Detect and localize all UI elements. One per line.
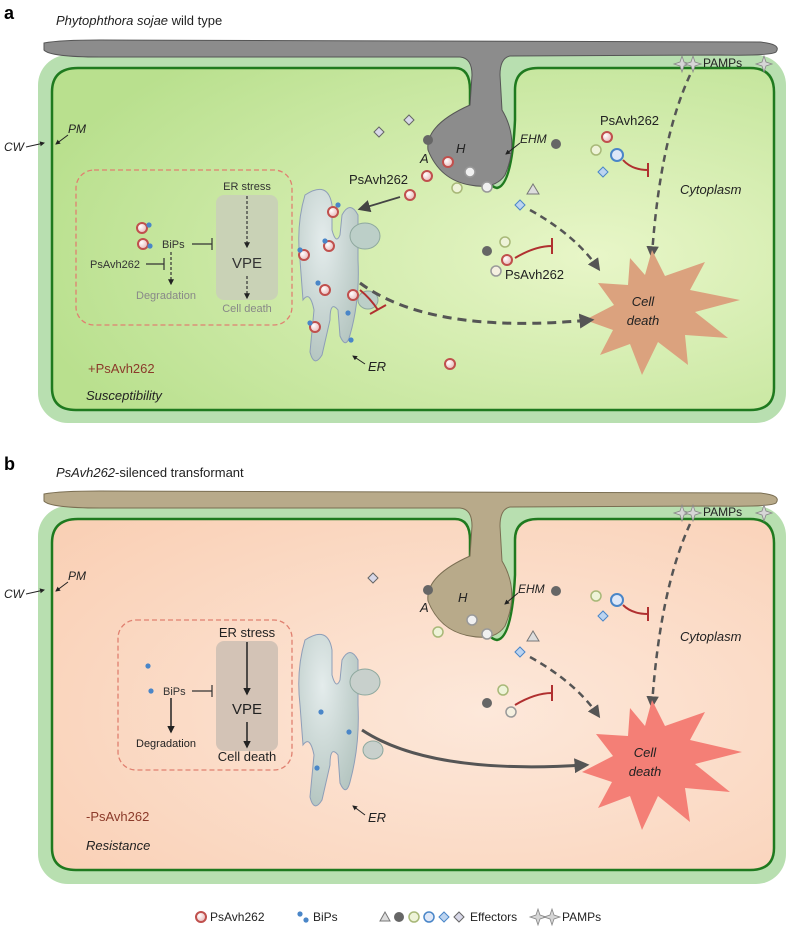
inhibit-mid (514, 245, 553, 259)
blue-effector-right (610, 148, 624, 162)
cell-death-label-b-1: Cell (634, 745, 658, 760)
pamp-arrow-b (646, 523, 692, 709)
legend-pamps-label: PAMPs (562, 910, 601, 924)
inset-box-a (75, 169, 293, 326)
olive-effector-right (590, 144, 602, 156)
er-b (298, 633, 384, 807)
plasma-membrane-b (50, 517, 776, 872)
diamond-effectors-b (367, 572, 609, 658)
legend-psavh-icon (195, 911, 207, 923)
er-to-death-arrow-b (361, 728, 590, 774)
ehm-label: EHM (520, 132, 547, 146)
cell-death-star-a (585, 250, 740, 375)
haustorium-effectors-b (423, 585, 493, 640)
grey-effector (551, 139, 561, 149)
hypha (43, 39, 778, 187)
legend-psavh-label: PsAvh262 (210, 910, 265, 924)
cell-death-label-a-2: death (627, 313, 660, 328)
legend-effectors-label: Effectors (470, 910, 517, 924)
pm-label-b: PM (68, 569, 86, 583)
er-label-a: ER (368, 359, 386, 374)
cytoplasm-label-a: Cytoplasm (680, 182, 742, 197)
legend-bips-label: BiPs (313, 910, 338, 924)
er-to-death-arrow-a (359, 281, 595, 329)
panel-a-title: Phytophthora sojae wild type (56, 13, 222, 28)
pamps-a (672, 54, 774, 74)
cw-pointer (25, 141, 45, 148)
legend-pamps-icons (528, 907, 562, 927)
inset-b-cell-death: Cell death (218, 749, 277, 764)
ehm-label-b: EHM (518, 582, 545, 596)
apoplast-label-b: A (419, 600, 429, 615)
legend-bips-icon (297, 911, 303, 917)
vpe-box-a (216, 195, 278, 300)
pamp-arrow-a (646, 74, 692, 259)
inset-a-degradation: Degradation (136, 290, 196, 302)
er-a (297, 188, 381, 362)
panel-b-letter: b (4, 454, 15, 474)
cw-label: CW (4, 140, 26, 154)
condition-label-a: +PsAvh262 (88, 361, 155, 376)
inset-a-vpe: VPE (232, 255, 262, 272)
panel-a: a Phytophthora sojae wild type CW PM H A… (4, 3, 786, 423)
cytoplasm-label-b: Cytoplasm (680, 629, 742, 644)
vpe-box-b (216, 641, 278, 751)
pamps-label-b: PAMPs (703, 505, 742, 519)
inset-a-bips: BiPs (162, 239, 185, 251)
condition-label-b: -PsAvh262 (86, 809, 149, 824)
inset-b-degradation: Degradation (136, 738, 196, 750)
psavh-right (601, 131, 613, 143)
cell-death-star-b (582, 700, 742, 830)
psavh-to-er-arrow (357, 196, 401, 213)
inset-a-cell-death: Cell death (222, 303, 272, 315)
diamond-effectors (373, 114, 609, 211)
pamps-label-a: PAMPs (703, 56, 742, 70)
cell-death-label-a-1: Cell (632, 294, 656, 309)
panel-a-letter: a (4, 3, 15, 23)
panel-b-title: PsAvh262-silenced transformant (56, 465, 244, 480)
psavh-mid-label: PsAvh262 (505, 267, 564, 282)
pamps-b (672, 503, 774, 523)
inhibit-er-a (359, 289, 379, 311)
psavh-main (404, 189, 416, 201)
legend: PsAvh262 BiPs Effectors PAMPs (195, 907, 601, 927)
apoplast-label: A (419, 151, 429, 166)
hypha-b (43, 490, 778, 638)
inset-b-bips: BiPs (163, 686, 186, 698)
outcome-label-b: Resistance (86, 838, 150, 853)
inset-b-er-stress: ER stress (219, 625, 276, 640)
inset-a-er-stress: ER stress (223, 181, 271, 193)
pm-label: PM (68, 122, 86, 136)
psavh-mid (501, 254, 513, 266)
triangle-effector (526, 183, 540, 195)
panel-b: b PsAvh262-silenced transformant CW PM H… (4, 454, 786, 884)
outcome-label-a: Susceptibility (86, 388, 163, 403)
pm-pointer (55, 134, 69, 145)
haustorium-label: H (456, 141, 466, 156)
inset-box-b (117, 619, 293, 771)
cw-label-b: CW (4, 587, 26, 601)
legend-effectors-icons (379, 910, 465, 923)
haustorium-effectors (421, 135, 493, 194)
cell-death-label-b-2: death (629, 764, 662, 779)
psavh-main-label: PsAvh262 (349, 172, 408, 187)
inset-b-vpe: VPE (232, 701, 262, 718)
inhibit-right (622, 159, 649, 171)
ehm-pointer (505, 142, 521, 155)
er-label-b: ER (368, 810, 386, 825)
haustorium-label-b: H (458, 590, 468, 605)
inset-a-psavh: PsAvh262 (90, 259, 140, 271)
psavh-right-label: PsAvh262 (600, 113, 659, 128)
